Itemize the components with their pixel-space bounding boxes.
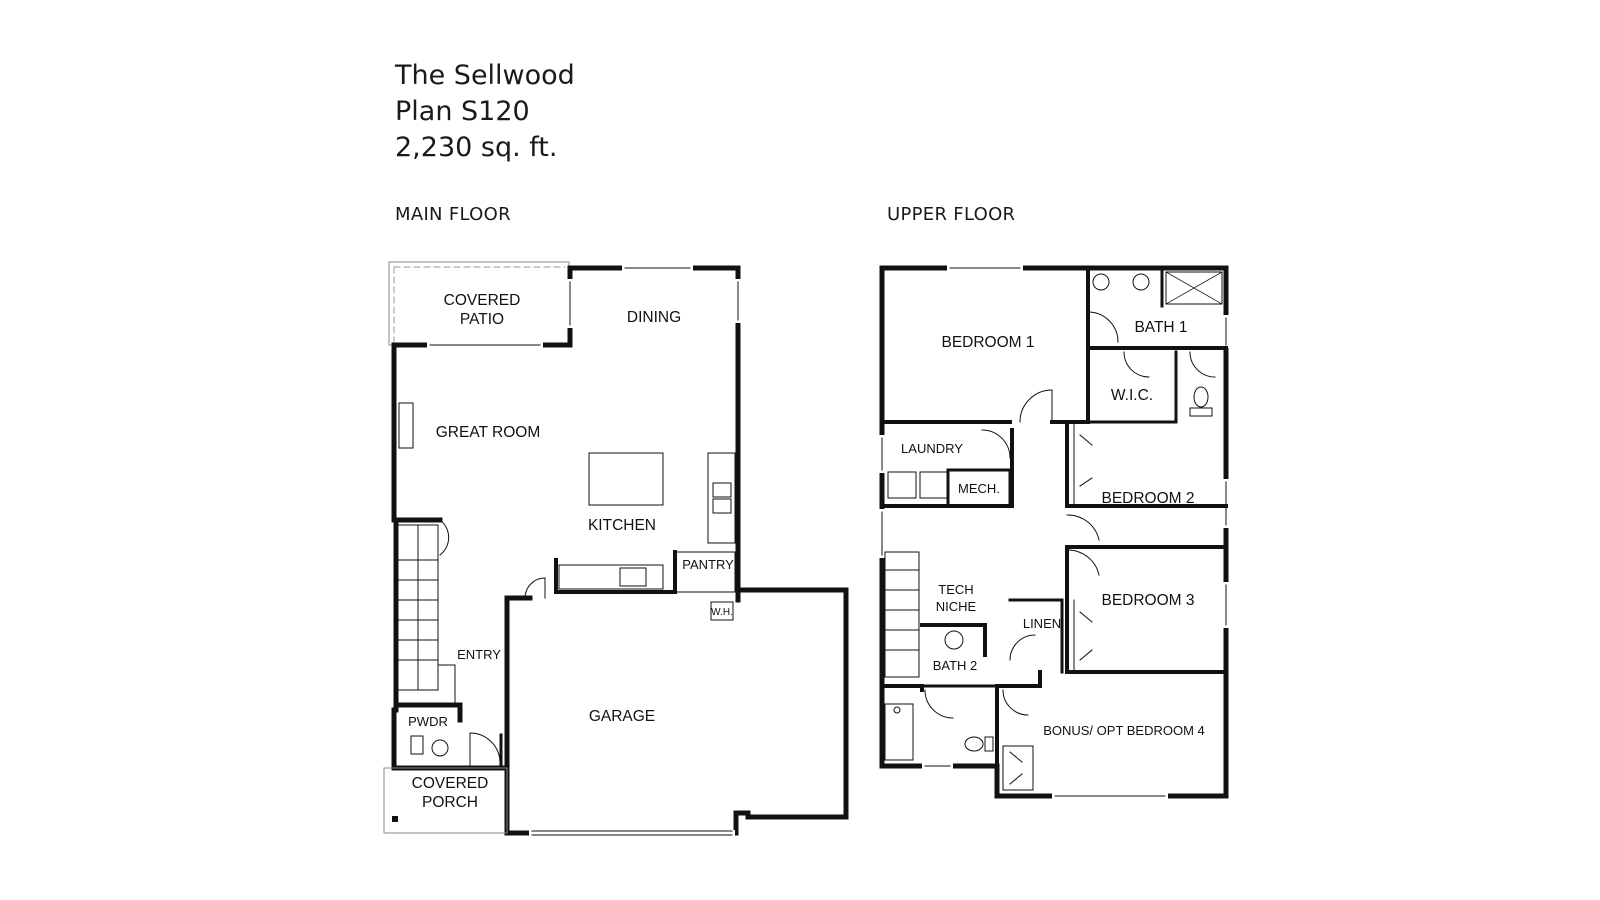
bath1-label: BATH 1 bbox=[1134, 319, 1187, 336]
bonus-room-label: BONUS/ OPT BEDROOM 4 bbox=[1043, 723, 1205, 738]
bedroom1-label: BEDROOM 1 bbox=[941, 334, 1034, 351]
great-room-label: GREAT ROOM bbox=[436, 424, 541, 441]
tech-niche-label-1: TECH bbox=[938, 582, 973, 597]
upper-exterior-wall bbox=[879, 265, 1229, 799]
main-floor-label: MAIN FLOOR bbox=[395, 204, 511, 225]
entry-label: ENTRY bbox=[457, 647, 501, 662]
tech-niche-label-2: NICHE bbox=[936, 599, 977, 614]
upper-stair bbox=[884, 551, 920, 678]
plan-title-block: The Sellwood Plan S120 2,230 sq. ft. bbox=[395, 58, 575, 166]
upper-floor-label: UPPER FLOOR bbox=[887, 204, 1016, 225]
main-exterior-wall bbox=[391, 265, 849, 836]
plan-number: Plan S120 bbox=[395, 96, 530, 127]
main-floor-labels: COVERED PATIO DINING GREAT ROOM KITCHEN … bbox=[408, 292, 734, 811]
upper-floor-labels: BEDROOM 1 BATH 1 W.I.C. LAUNDRY MECH. BE… bbox=[901, 319, 1205, 738]
main-floor-plan bbox=[383, 261, 849, 836]
wic-label: W.I.C. bbox=[1111, 387, 1153, 404]
covered-patio-label-2: PATIO bbox=[460, 311, 504, 328]
garage-label: GARAGE bbox=[589, 708, 655, 725]
plan-area: 2,230 sq. ft. bbox=[395, 132, 558, 163]
mech-label: MECH. bbox=[958, 481, 1000, 496]
plan-name: The Sellwood bbox=[395, 60, 575, 91]
linen-label: LINEN bbox=[1023, 616, 1061, 631]
dining-label: DINING bbox=[627, 309, 681, 326]
bath2-label: BATH 2 bbox=[933, 658, 978, 673]
kitchen-island bbox=[588, 452, 664, 506]
covered-porch-label-2: PORCH bbox=[422, 794, 478, 811]
pantry-label: PANTRY bbox=[682, 557, 734, 572]
bedroom2-label: BEDROOM 2 bbox=[1101, 490, 1194, 507]
bedroom3-label: BEDROOM 3 bbox=[1101, 592, 1194, 609]
kitchen-label: KITCHEN bbox=[588, 517, 656, 534]
covered-porch-outline bbox=[383, 767, 508, 834]
powder-label: PWDR bbox=[408, 714, 448, 729]
laundry-label: LAUNDRY bbox=[901, 441, 963, 456]
covered-porch-label-1: COVERED bbox=[412, 775, 489, 792]
covered-patio-label-1: COVERED bbox=[444, 292, 521, 309]
fireplace-icon bbox=[398, 402, 414, 449]
upper-floor-plan bbox=[879, 265, 1229, 799]
water-heater-label: W.H. bbox=[711, 607, 733, 618]
